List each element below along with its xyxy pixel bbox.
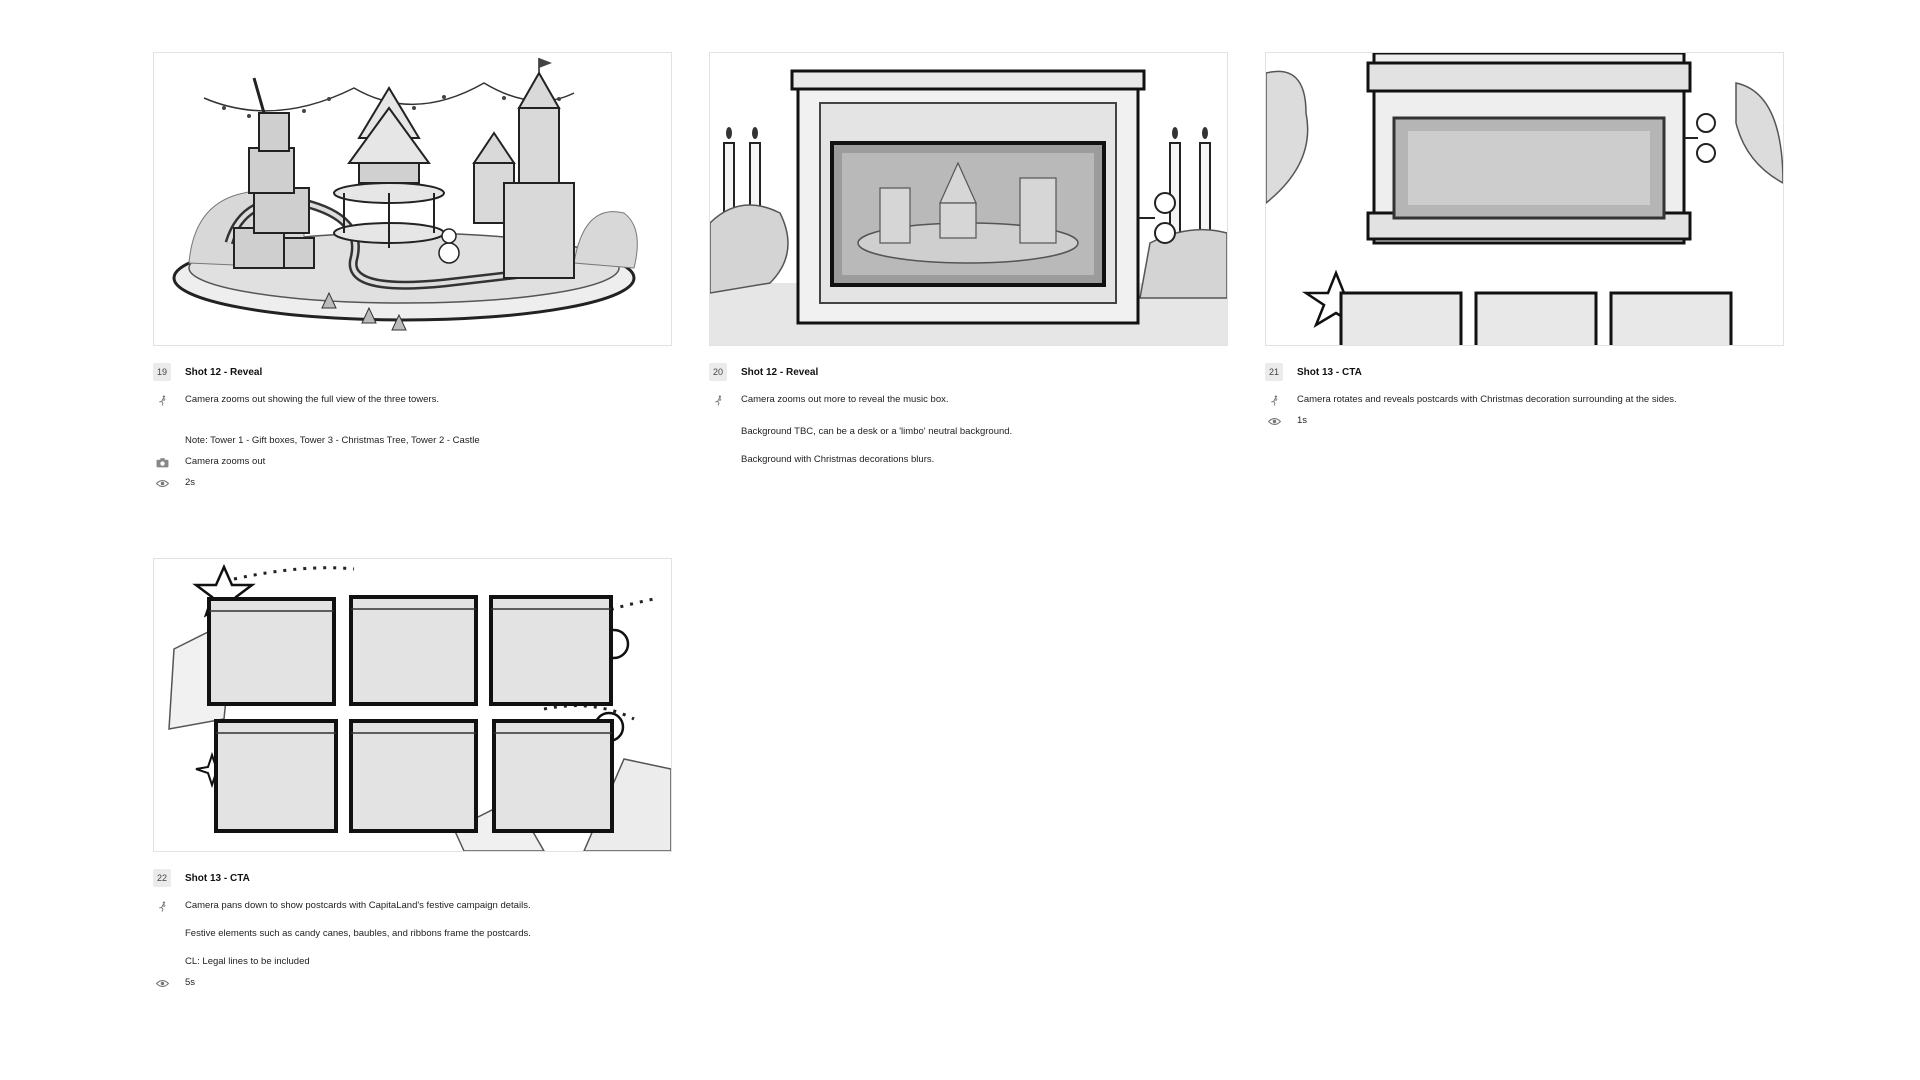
action-description: Camera zooms out showing the full view o… — [185, 394, 439, 405]
note-text: Background TBC, can be a desk or a 'limb… — [741, 426, 1013, 437]
sketch-three-towers — [172, 58, 638, 331]
frame-number-badge: 20 — [709, 363, 727, 381]
shot-title: Shot 13 - CTA — [1297, 366, 1362, 378]
frame-thumbnail[interactable] — [153, 558, 672, 852]
note-text: CL: Legal lines to be included — [185, 956, 310, 967]
camera-move-text: Camera zooms out — [185, 456, 266, 467]
frame-thumbnail[interactable] — [153, 52, 672, 346]
storyboard-frame-22[interactable]: 22 Shot 13 - CTA Camera pans down to sho… — [153, 558, 672, 990]
sketch-postcards-grid — [168, 563, 671, 851]
storyboard-frame-21[interactable]: 21 Shot 13 - CTA Camera rotates and reve… — [1265, 52, 1784, 428]
sketch-music-box — [710, 69, 1227, 345]
running-figure-icon — [153, 393, 171, 407]
frame-number-badge: 22 — [153, 869, 171, 887]
frame-thumbnail[interactable] — [709, 52, 1228, 346]
eye-icon — [1265, 414, 1283, 428]
action-description: Camera zooms out more to reveal the musi… — [741, 394, 949, 405]
duration-text: 1s — [1297, 415, 1308, 426]
storyboard-frame-20[interactable]: 20 Shot 12 - Reveal Camera zooms out mor… — [709, 52, 1228, 467]
eye-icon — [153, 476, 171, 490]
frame-thumbnail[interactable] — [1265, 52, 1784, 346]
running-figure-icon — [153, 899, 171, 913]
running-figure-icon — [1265, 393, 1283, 407]
frame-number-badge: 21 — [1265, 363, 1283, 381]
note-text: Festive elements such as candy canes, ba… — [185, 928, 531, 939]
action-description: Camera pans down to show postcards with … — [185, 900, 531, 911]
camera-icon — [153, 455, 171, 469]
note-text: Note: Tower 1 - Gift boxes, Tower 3 - Ch… — [185, 435, 480, 446]
note-text: Background with Christmas decorations bl… — [741, 454, 935, 465]
sketch-music-box-and-postcards — [1266, 53, 1783, 345]
duration-text: 5s — [185, 977, 196, 988]
storyboard-frame-19[interactable]: 19 Shot 12 - Reveal Camera zooms out sho… — [153, 52, 672, 490]
shot-title: Shot 12 - Reveal — [185, 366, 263, 378]
shot-title: Shot 13 - CTA — [185, 872, 250, 884]
shot-title: Shot 12 - Reveal — [741, 366, 819, 378]
frame-number-badge: 19 — [153, 363, 171, 381]
duration-text: 2s — [185, 477, 196, 488]
eye-icon — [153, 976, 171, 990]
running-figure-icon — [709, 393, 727, 407]
action-description: Camera rotates and reveals postcards wit… — [1297, 394, 1677, 405]
